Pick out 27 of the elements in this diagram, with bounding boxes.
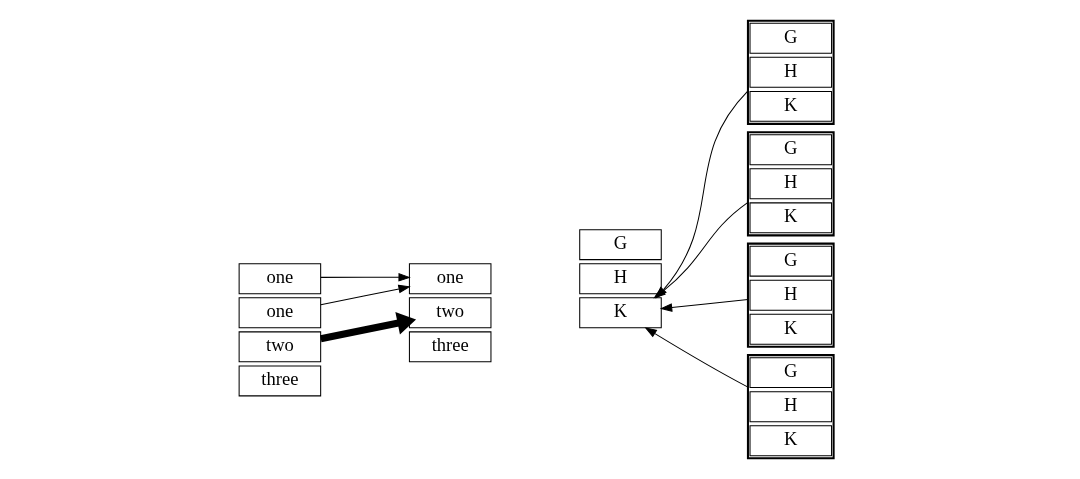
node-box: G	[749, 134, 832, 166]
node-box: K	[749, 90, 832, 122]
node-box: one	[408, 263, 491, 295]
node-box: three	[408, 331, 491, 363]
node-box: H	[578, 263, 662, 295]
node-box: K	[749, 202, 832, 234]
node-box: H	[749, 279, 832, 311]
arrow	[319, 284, 411, 306]
node-box: H	[749, 56, 832, 88]
node-box: G	[749, 22, 832, 54]
node-box: H	[749, 168, 832, 200]
node-box: K	[749, 313, 832, 345]
node-box: K	[749, 425, 832, 457]
node-box: one	[238, 263, 321, 295]
node-box: G	[749, 245, 832, 277]
arrow	[644, 327, 748, 388]
node-box: G	[578, 229, 662, 261]
node-box: two	[408, 297, 491, 329]
node-box: one	[238, 297, 321, 329]
arrow	[319, 311, 416, 343]
node-box: H	[749, 391, 832, 423]
node-box: K	[578, 297, 662, 329]
node-box: two	[238, 331, 321, 363]
node-box: G	[749, 357, 832, 389]
node-box: three	[238, 365, 321, 397]
arrow	[659, 299, 748, 312]
arrow	[319, 272, 411, 282]
